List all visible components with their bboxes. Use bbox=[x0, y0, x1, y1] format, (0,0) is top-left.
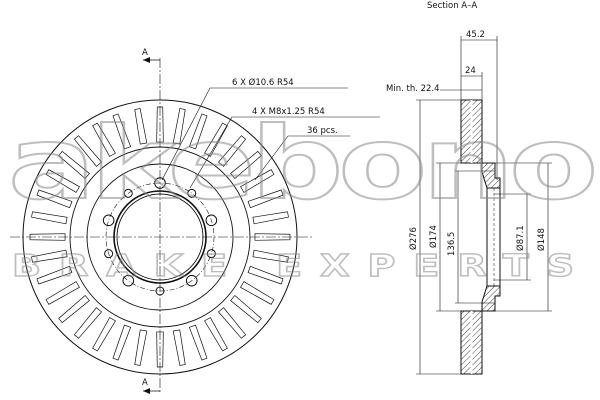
vents-leader bbox=[254, 135, 350, 181]
vent-slot bbox=[230, 150, 262, 180]
dim-outer-diameter: Ø276 bbox=[408, 227, 419, 250]
vent-slot bbox=[252, 211, 289, 225]
vent-slot bbox=[92, 122, 116, 157]
section-arrow-top bbox=[143, 57, 150, 63]
vent-slot bbox=[112, 113, 132, 150]
section-view: Section A–A 45.2 24 Min. th. 22.4 Ø276 Ø… bbox=[386, 1, 552, 375]
vent-slot bbox=[73, 307, 103, 339]
vent-slot bbox=[36, 189, 73, 209]
vent-slots bbox=[29, 106, 291, 368]
vent-slot bbox=[240, 281, 275, 305]
vent-slot bbox=[252, 249, 289, 263]
hub-hole bbox=[206, 249, 216, 259]
vent-slot bbox=[29, 233, 66, 241]
vent-slot bbox=[156, 106, 164, 143]
vent-slot bbox=[92, 317, 116, 352]
dim-center-bore: Ø87.1 bbox=[515, 225, 526, 251]
hub-hole bbox=[102, 214, 115, 227]
hub-hole bbox=[187, 188, 197, 198]
vent-slot bbox=[188, 324, 208, 361]
hub-hole bbox=[123, 188, 133, 198]
section-marker-bottom: A bbox=[142, 378, 148, 388]
vent-slot bbox=[45, 169, 80, 193]
watermark-tagline: BRAKE EXPERTS bbox=[12, 249, 592, 284]
holes-callout: 6 X Ø10.6 R54 bbox=[232, 77, 294, 88]
vent-slot bbox=[188, 113, 208, 150]
vent-slot bbox=[112, 324, 132, 361]
hat-section-bottom bbox=[481, 285, 501, 312]
vent-slot bbox=[172, 329, 186, 366]
hub-hole bbox=[122, 274, 135, 287]
vent-slot bbox=[217, 135, 247, 167]
vent-slot bbox=[156, 331, 164, 368]
vent-slot bbox=[204, 122, 228, 157]
vent-slot bbox=[134, 108, 148, 145]
dim-min-thickness: Min. th. 22.4 bbox=[386, 84, 440, 94]
vent-slot bbox=[240, 169, 275, 193]
hub-hole bbox=[185, 274, 198, 287]
section-marker-top: A bbox=[142, 48, 148, 58]
watermark-brand: akebono bbox=[8, 105, 593, 222]
vent-slot bbox=[254, 233, 291, 241]
vent-slot bbox=[58, 294, 90, 324]
vent-slot bbox=[36, 265, 73, 285]
vent-slot bbox=[58, 150, 90, 180]
vent-slot bbox=[204, 317, 228, 352]
threads-callout: 4 X M8x1.25 R54 bbox=[252, 107, 325, 117]
hub-hole bbox=[104, 249, 114, 259]
section-title: Section A–A bbox=[427, 1, 477, 11]
hub-hole bbox=[205, 214, 218, 227]
holes-leader bbox=[161, 87, 348, 181]
dim-174: Ø174 bbox=[428, 225, 439, 248]
hat-section-top bbox=[481, 162, 501, 189]
dim-total-height: 45.2 bbox=[466, 30, 485, 40]
vent-slot bbox=[230, 294, 262, 324]
vent-slot bbox=[217, 307, 247, 339]
hub-face bbox=[486, 187, 501, 287]
front-view: A A 6 X Ø10.6 R54 4 X M8x1.25 R54 36 pcs… bbox=[10, 48, 380, 394]
vent-slot bbox=[247, 189, 284, 209]
vent-slot bbox=[31, 249, 68, 263]
brand-watermark: akebono BRAKE EXPERTS bbox=[7, 104, 598, 285]
vent-slot bbox=[172, 108, 186, 145]
vents-callout: 36 pcs. bbox=[307, 126, 338, 136]
dim-disc-thickness: 24 bbox=[465, 66, 476, 76]
section-arrow-bottom bbox=[143, 388, 150, 394]
dim-136: 136.5 bbox=[447, 232, 457, 256]
dim-hat-diameter: Ø148 bbox=[536, 228, 547, 251]
vent-slot bbox=[45, 281, 80, 305]
vent-slot bbox=[31, 211, 68, 225]
vent-slot bbox=[134, 329, 148, 366]
threads-leader bbox=[189, 116, 380, 189]
vent-slot bbox=[247, 265, 284, 285]
vent-slot bbox=[73, 135, 103, 167]
